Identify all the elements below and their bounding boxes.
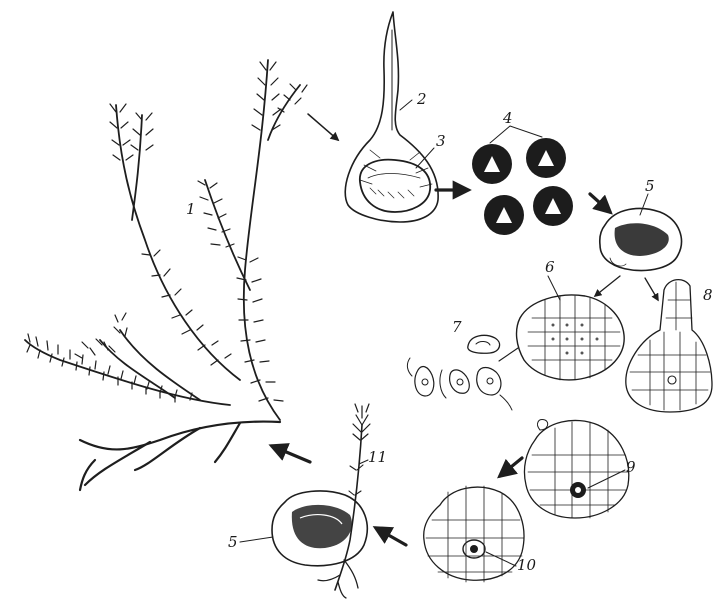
leader-prothallus-bottom: [240, 537, 273, 542]
sperm-cells: 7: [407, 318, 518, 410]
young-sporophyte: 11: [318, 404, 387, 598]
plant-leaves: [27, 62, 307, 402]
label-prothallus-bottom: 5: [228, 533, 238, 551]
label-archegonium-neck: 8: [703, 286, 713, 304]
sporophyll: 2: [345, 12, 438, 222]
arrow-egg-to-embryo: [500, 458, 522, 476]
label-archegonium-egg: 9: [626, 458, 636, 476]
plant-stems: [25, 60, 300, 420]
plant-roots: [80, 422, 280, 490]
arrow-embryo-to-sporophyte: [376, 528, 406, 545]
spores: 4: [472, 109, 573, 235]
leader-prothallus-top: [640, 194, 648, 215]
spore-1: [472, 144, 512, 184]
spore-2: [526, 138, 566, 178]
archegonium-neck: 8: [626, 280, 713, 412]
spore-3: [484, 195, 524, 235]
label-sperm: 7: [452, 318, 462, 336]
label-antheridium: 6: [545, 258, 555, 276]
arrow-prothallus-to-archegonium: [645, 278, 658, 300]
label-sporophyll: 2: [416, 90, 427, 108]
arrow-plant-to-sporophyll: [308, 114, 338, 140]
leader-embryo: [486, 552, 516, 566]
arrow-prothallus-to-antheridium: [595, 276, 620, 296]
embryo-tissue: 10: [424, 486, 537, 582]
label-young-sporophyte: 11: [368, 448, 387, 466]
antheridium-tissue: 6: [517, 258, 625, 380]
label-plant: 1: [186, 200, 196, 218]
leader-young-sporophyte: [359, 460, 368, 464]
leader-archegonium-egg: [588, 470, 625, 488]
label-prothallus-top: 5: [645, 177, 655, 195]
label-spores: 4: [502, 109, 513, 127]
adult-plant: 1: [25, 60, 307, 490]
leader-sporophyll: [400, 100, 412, 110]
prothallus-top: 5: [600, 177, 682, 270]
arrow-spores-to-prothallus: [590, 194, 610, 212]
leader-sperm: [499, 348, 518, 361]
spores-bracket: [490, 126, 542, 143]
spore-4: [533, 186, 573, 226]
arrow-sporophyte-to-plant: [272, 446, 310, 462]
label-sporangium: 3: [436, 132, 446, 150]
label-embryo: 10: [517, 556, 537, 574]
archegonium-egg: 9: [524, 420, 636, 518]
